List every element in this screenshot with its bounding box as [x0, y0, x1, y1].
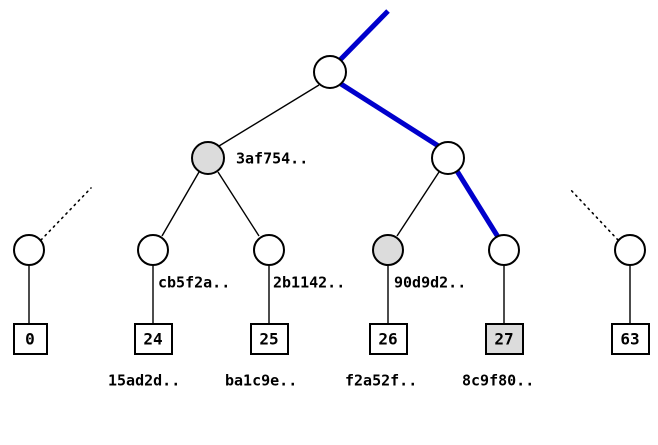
label-leaf-hash-26: 90d9d2..: [394, 274, 466, 292]
leaf-box-0[interactable]: [13, 323, 48, 355]
node-leaf-hash-24[interactable]: [137, 234, 169, 266]
node-leaf-hash-26[interactable]: [372, 234, 404, 266]
edge-left-internal-leaf24: [161, 171, 200, 237]
leaf-box-24[interactable]: [134, 323, 173, 355]
caption-leaf-24-hash: 15ad2d..: [108, 372, 180, 390]
leaf-box-24-value: 24: [143, 330, 162, 349]
edge-layer: [28, 9, 631, 324]
caption-leaf-27-hash: 8c9f80..: [462, 372, 534, 390]
caption-leaf-26-hash: f2a52f..: [345, 372, 417, 390]
node-leaf-hash-63[interactable]: [614, 234, 646, 266]
leaf-hash-caption-layer: 15ad2d.. ba1c9e.. f2a52f.. 8c9f80..: [108, 372, 534, 390]
label-leaf-hash-24: cb5f2a..: [158, 274, 230, 292]
node-leaf-hash-27[interactable]: [488, 234, 520, 266]
leaf-box-layer: 0 24 25 26 27 63: [13, 323, 650, 355]
label-internal-left-hash: 3af754..: [236, 150, 308, 168]
node-internal-left[interactable]: [191, 141, 225, 175]
node-layer: [13, 55, 646, 266]
node-internal-right[interactable]: [431, 141, 465, 175]
edge-root-left-child: [218, 84, 320, 147]
node-leaf-hash-0[interactable]: [13, 234, 45, 266]
leaf-box-63[interactable]: [611, 323, 650, 355]
leaf-box-25[interactable]: [250, 323, 289, 355]
leaf-box-25-value: 25: [259, 330, 278, 349]
edge-right-internal-leaf26: [396, 171, 440, 237]
edge-leaf0-dotted-up: [40, 187, 92, 241]
edge-left-internal-leaf25: [217, 171, 260, 237]
edge-leaf63-dotted-up: [568, 187, 619, 241]
leaf-box-63-value: 63: [620, 330, 639, 349]
node-leaf-hash-25[interactable]: [253, 234, 285, 266]
edge-root-right-child: [339, 81, 442, 150]
leaf-box-26[interactable]: [369, 323, 408, 355]
node-label-layer: 3af754.. cb5f2a.. 2b1142.. 90d9d2..: [158, 150, 466, 292]
node-root[interactable]: [313, 55, 347, 89]
leaf-box-26-value: 26: [378, 330, 397, 349]
leaf-box-27[interactable]: [485, 323, 524, 355]
label-leaf-hash-25: 2b1142..: [273, 274, 345, 292]
edge-right-internal-leaf27: [454, 169, 501, 239]
leaf-box-27-value: 27: [494, 330, 513, 349]
leaf-box-0-value: 0: [25, 330, 35, 349]
caption-leaf-25-hash: ba1c9e..: [225, 372, 297, 390]
edge-root-to-parent: [337, 9, 390, 63]
